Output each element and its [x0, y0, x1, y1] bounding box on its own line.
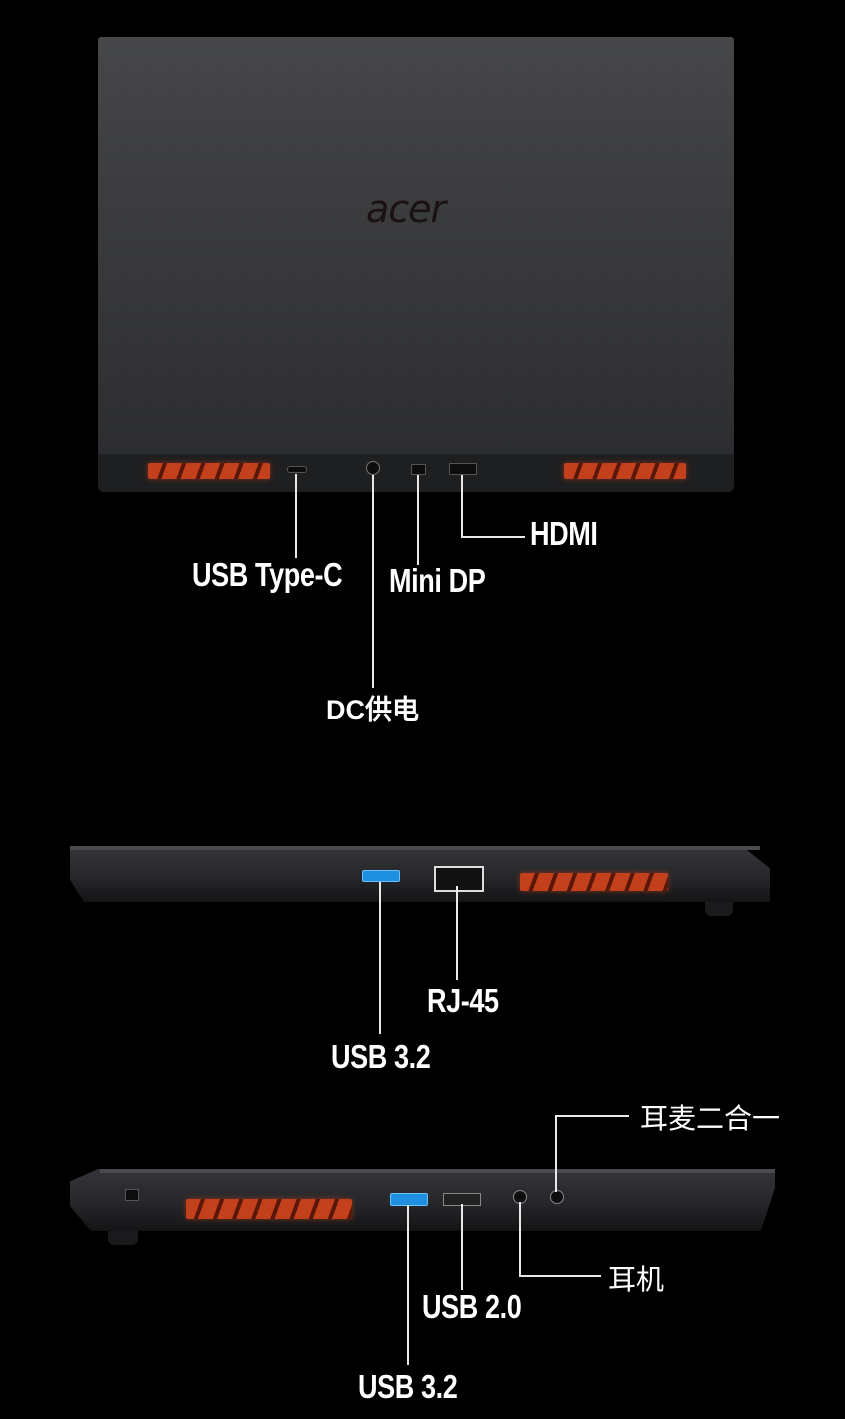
left-side-foot: [108, 1231, 138, 1245]
label-headphone: 耳机: [608, 1263, 665, 1296]
callout-line-combo-audio-h: [555, 1115, 629, 1117]
left-side-vent: [186, 1199, 352, 1219]
usb-type-c-port: [287, 466, 307, 473]
callout-line-rj45: [456, 886, 458, 980]
rear-vent-left: [148, 463, 270, 479]
label-dc-power: DC供电: [326, 688, 419, 727]
callout-line-hdmi-h: [461, 536, 525, 538]
rj45-port: [434, 866, 484, 892]
label-usb20: USB 2.0: [422, 1288, 522, 1325]
right-side-vent: [520, 873, 668, 891]
callout-line-hdmi: [461, 475, 463, 538]
combo-audio-jack: [550, 1190, 564, 1204]
callout-line-headphone-h: [519, 1275, 601, 1277]
callout-line-usb20: [461, 1204, 463, 1290]
dc-power-port: [366, 461, 380, 475]
right-side-foot: [705, 902, 733, 916]
label-combo-audio: 耳麦二合一: [640, 1102, 781, 1135]
callout-line-headphone: [519, 1202, 521, 1276]
acer-logo: acer: [366, 187, 446, 231]
callout-line-usb32-right: [379, 882, 381, 1034]
rear-vent-right: [564, 463, 686, 479]
label-mini-dp: Mini DP: [389, 562, 486, 599]
label-usb32-right: USB 3.2: [331, 1038, 431, 1075]
lock-slot: [125, 1189, 139, 1201]
label-dc-power-text: DC供电: [326, 695, 419, 725]
callout-line-combo-audio: [555, 1116, 557, 1192]
label-rj45: RJ-45: [427, 982, 499, 1019]
label-usb-type-c: USB Type-C: [192, 556, 343, 593]
laptop-lid: acer: [98, 37, 734, 447]
callout-line-usb32-left: [407, 1205, 409, 1365]
callout-line-dc: [372, 475, 374, 688]
usb32-port-left: [390, 1193, 428, 1206]
callout-line-usb-c: [295, 474, 297, 558]
hdmi-port: [449, 463, 477, 475]
callout-line-mini-dp: [417, 475, 419, 565]
usb32-port-right: [362, 870, 400, 882]
label-usb32-left: USB 3.2: [358, 1368, 458, 1405]
mini-dp-port: [411, 464, 426, 475]
label-hdmi: HDMI: [530, 515, 598, 552]
